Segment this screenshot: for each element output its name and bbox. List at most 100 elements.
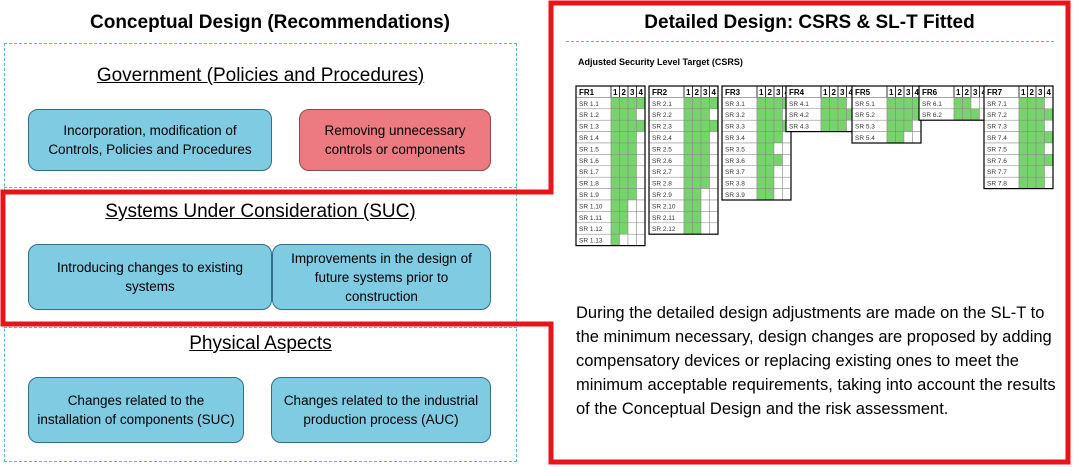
level-cell (829, 108, 839, 121)
level-cell (756, 188, 766, 201)
level-cell (1018, 142, 1028, 155)
level-cell (895, 108, 905, 121)
fr-table-border (648, 85, 719, 235)
sr-label: SR 3.9 (725, 192, 745, 199)
level-cell (765, 119, 775, 132)
level-cell (627, 165, 637, 178)
level-cell (627, 97, 637, 110)
level-cell (610, 199, 620, 212)
sr-label: SR 4.3 (789, 124, 809, 131)
sr-label: SR 7.3 (987, 124, 1007, 131)
level-cell (636, 176, 646, 189)
sr-label: SR 3.1 (725, 101, 745, 108)
level-cell (709, 222, 719, 235)
level-cell (709, 165, 719, 178)
level-cell (692, 188, 702, 201)
level-cell (683, 154, 693, 167)
sr-label: SR 1.3 (579, 124, 599, 131)
level-cell (903, 131, 913, 144)
fr-header-label: FR6 (922, 88, 938, 97)
level-header: 1 (889, 88, 894, 97)
sr-label: SR 7.5 (987, 146, 1007, 153)
existing-systems-box: Introducing changes to existing systems (28, 244, 272, 310)
sr-label: SR 7.6 (987, 158, 1007, 165)
sr-label: SR 1.8 (579, 181, 599, 188)
government-section-heading: Government (Policies and Procedures) (96, 65, 425, 86)
level-cell (683, 142, 693, 155)
level-cell (692, 222, 702, 235)
level-cell (636, 119, 646, 132)
sr-label: SR 2.4 (652, 135, 672, 142)
level-cell (1027, 142, 1037, 155)
level-cell (1044, 119, 1054, 132)
level-cell (773, 188, 783, 201)
level-cell (709, 199, 719, 212)
sr-label: SR 6.1 (922, 101, 942, 108)
section-divider (4, 327, 517, 328)
level-cell (610, 165, 620, 178)
level-cell (700, 131, 710, 144)
level-cell (692, 199, 702, 212)
level-cell (619, 165, 629, 178)
level-cell (700, 142, 710, 155)
level-cell (619, 199, 629, 212)
level-cell (1018, 154, 1028, 167)
fr-header-label: FR2 (652, 88, 668, 97)
sr-label: SR 2.5 (652, 146, 672, 153)
level-cell (683, 97, 693, 110)
sr-label: SR 1.12 (579, 226, 603, 233)
box-text: Improvements in the design of future sys… (291, 250, 472, 304)
level-cell (700, 165, 710, 178)
level-cell (627, 176, 637, 189)
fr-header-label: FR3 (725, 88, 741, 97)
level-cell (1035, 131, 1045, 144)
fr-header-label: FR7 (987, 88, 1003, 97)
level-cell (692, 211, 702, 224)
level-cell (619, 97, 629, 110)
level-header: 2 (1030, 88, 1035, 97)
level-cell (837, 97, 847, 110)
sr-label: SR 7.1 (987, 101, 1007, 108)
level-cell (636, 211, 646, 224)
fr-header-label: FR4 (789, 88, 805, 97)
sr-label: SR 3.2 (725, 112, 745, 119)
level-cell (756, 165, 766, 178)
box-text: Changes related to the installation of c… (37, 393, 235, 427)
level-cell (692, 154, 702, 167)
level-cell (627, 154, 637, 167)
level-cell (683, 222, 693, 235)
level-cell (765, 142, 775, 155)
level-cell (756, 119, 766, 132)
sr-label: SR 4.2 (789, 112, 809, 119)
level-header: 3 (840, 88, 845, 97)
level-cell (692, 142, 702, 155)
level-cell (1044, 142, 1054, 155)
level-header: 3 (906, 88, 911, 97)
level-cell (619, 108, 629, 121)
level-cell (962, 97, 972, 110)
level-cell (610, 142, 620, 155)
level-header: 4 (1047, 88, 1052, 97)
section-divider (4, 187, 517, 188)
sr-label: SR 5.1 (855, 101, 875, 108)
box-text: Incorporation, modification of Controls,… (48, 123, 252, 157)
level-cell (1044, 131, 1054, 144)
level-cell (1018, 131, 1028, 144)
installation-components-box: Changes related to the installation of c… (28, 377, 244, 443)
level-cell (619, 233, 629, 246)
level-header: 3 (776, 88, 781, 97)
level-cell (953, 97, 963, 110)
detailed-design-paragraph: During the detailed design adjustments a… (576, 304, 1056, 418)
sr-label: SR 1.7 (579, 169, 599, 176)
level-cell (773, 142, 783, 155)
sr-label: SR 2.8 (652, 181, 672, 188)
level-cell (636, 97, 646, 110)
level-cell (692, 108, 702, 121)
level-cell (782, 165, 792, 178)
level-cell (636, 188, 646, 201)
level-cell (1044, 108, 1054, 121)
level-cell (756, 142, 766, 155)
level-cell (1035, 97, 1045, 110)
level-cell (683, 165, 693, 178)
level-cell (1044, 97, 1054, 110)
